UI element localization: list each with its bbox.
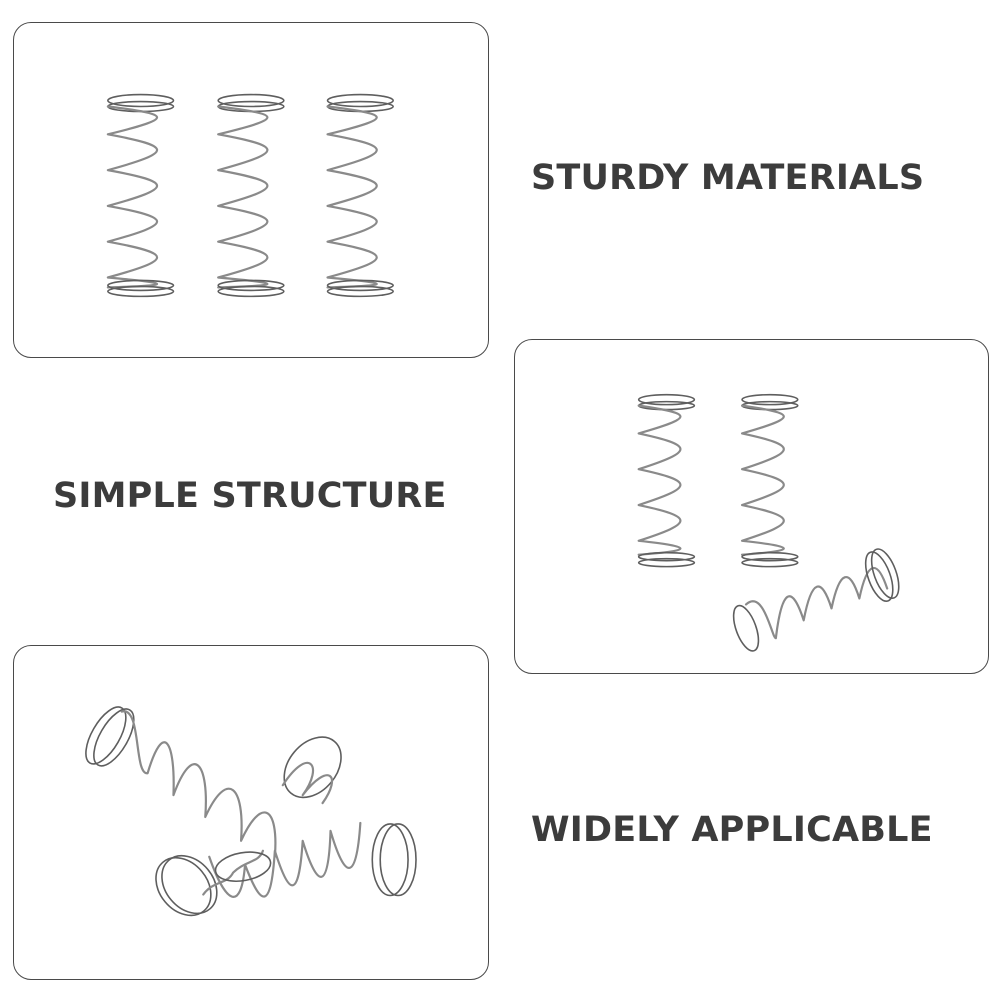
feature-caption-widely-applicable: WIDELY APPLICABLE	[531, 810, 933, 850]
two-upright-one-lying-springs-image	[637, 393, 900, 652]
three-upright-springs-image	[106, 93, 394, 298]
spring-image	[217, 93, 285, 298]
spring-image	[732, 548, 900, 652]
spring-image	[155, 821, 417, 917]
feature-caption-sturdy-materials: STURDY MATERIALS	[531, 158, 925, 198]
spring-image	[326, 93, 394, 298]
spring-image	[106, 93, 175, 298]
spring-image	[85, 706, 342, 858]
spring-image	[202, 849, 272, 896]
scattered-springs-image	[85, 706, 417, 917]
spring-photo-panel-upright	[13, 22, 489, 358]
spring-image	[740, 393, 799, 568]
spring-photo-panel-mixed	[514, 339, 989, 674]
spring-photo-panel-scattered	[13, 645, 489, 980]
feature-caption-simple-structure: SIMPLE STRUCTURE	[53, 476, 447, 516]
spring-image	[637, 393, 696, 568]
